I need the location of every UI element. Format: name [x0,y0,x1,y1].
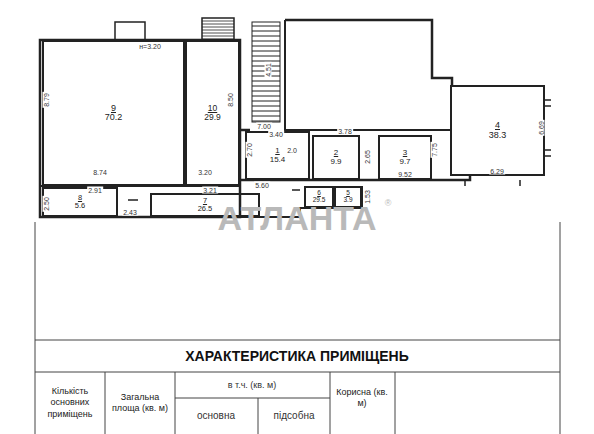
room-area: 5.6 [75,202,85,210]
room-number: 8 [78,194,82,202]
room: 1029.9 [185,40,240,186]
room-number: 1 [275,147,279,155]
dimension: 3.21 [202,187,218,194]
room-area: 70.2 [105,113,123,122]
dimension: 2.43 [122,209,138,216]
stair-tread [252,96,280,97]
stair-tread [252,51,280,52]
room-number: 6 [317,190,321,197]
dimension: 8.74 [92,169,108,176]
dimension: 8.50 [227,92,234,108]
room-number: 2 [334,149,338,157]
dimension: 4.51 [265,62,272,78]
room-area: 29.9 [204,113,221,122]
stair-tread [252,26,280,27]
table-grid [35,222,560,434]
room: 85.6 [42,187,118,217]
dimension: 2.0 [286,147,298,154]
stair-tread [252,121,280,122]
room: 115.4 [245,131,310,180]
dimension: 7.75 [431,142,438,158]
stair-tread [252,36,280,37]
table-header: Загальна площа (кв. м) [108,392,172,415]
vent-hatch [202,21,234,39]
watermark: ® [384,199,393,208]
table-header: основна [196,411,236,421]
room: 29.9 [312,135,360,180]
stair-tread [252,116,280,117]
room-number: 5 [346,190,350,197]
stair-tread [252,106,280,107]
table-header: Корисна (кв. м) [333,387,391,410]
dimension: н=3.20 [138,43,162,50]
room-number: 7 [203,197,207,205]
stair-tread [252,41,280,42]
room-area: 9.9 [330,158,341,166]
dimension: 3.20 [197,169,213,176]
dimension: 2.91 [87,187,103,194]
dimension: 6.29 [489,168,505,175]
dimension: 5.60 [254,182,270,189]
stair-tread [252,56,280,57]
room-area: 26.5 [198,205,213,213]
table-title: ХАРАКТЕРИСТИКА ПРИМІЩЕНЬ [184,349,410,363]
watermark: АТЛАНТА [217,201,378,235]
table-header: Кількість основних приміщень [38,386,102,420]
walls [40,18,551,217]
table-header: підсобна [273,411,316,421]
room: 970.2 [42,40,185,186]
dimension: 7.00 [256,123,272,130]
stair-tread [252,81,280,82]
room-area: 38.3 [489,131,507,140]
room-number: 10 [208,104,217,113]
stair-tread [252,86,280,87]
stair-tread [252,111,280,112]
dimension: 9.52 [397,171,413,178]
dimension: 3.40 [268,131,284,138]
dimension: 8.79 [43,92,50,108]
room-area: 15.4 [270,156,286,164]
stair-tread [252,31,280,32]
dimension: 3.78 [337,128,353,135]
stair-tread [252,91,280,92]
stair-tread [252,46,280,47]
staircase [252,22,280,122]
table-header: в т.ч. (кв. м) [227,381,278,390]
dimension: 2.50 [43,196,50,212]
room-number: 9 [111,104,116,113]
dimension: 2.65 [364,149,371,165]
dimension: 2.70 [246,142,253,158]
dimension: 6.69 [538,120,545,136]
room-number: 4 [495,121,500,130]
room: 438.3 [450,85,545,176]
room-area: 9.7 [399,158,410,166]
room-number: 3 [403,149,407,157]
stair-tread [252,101,280,102]
